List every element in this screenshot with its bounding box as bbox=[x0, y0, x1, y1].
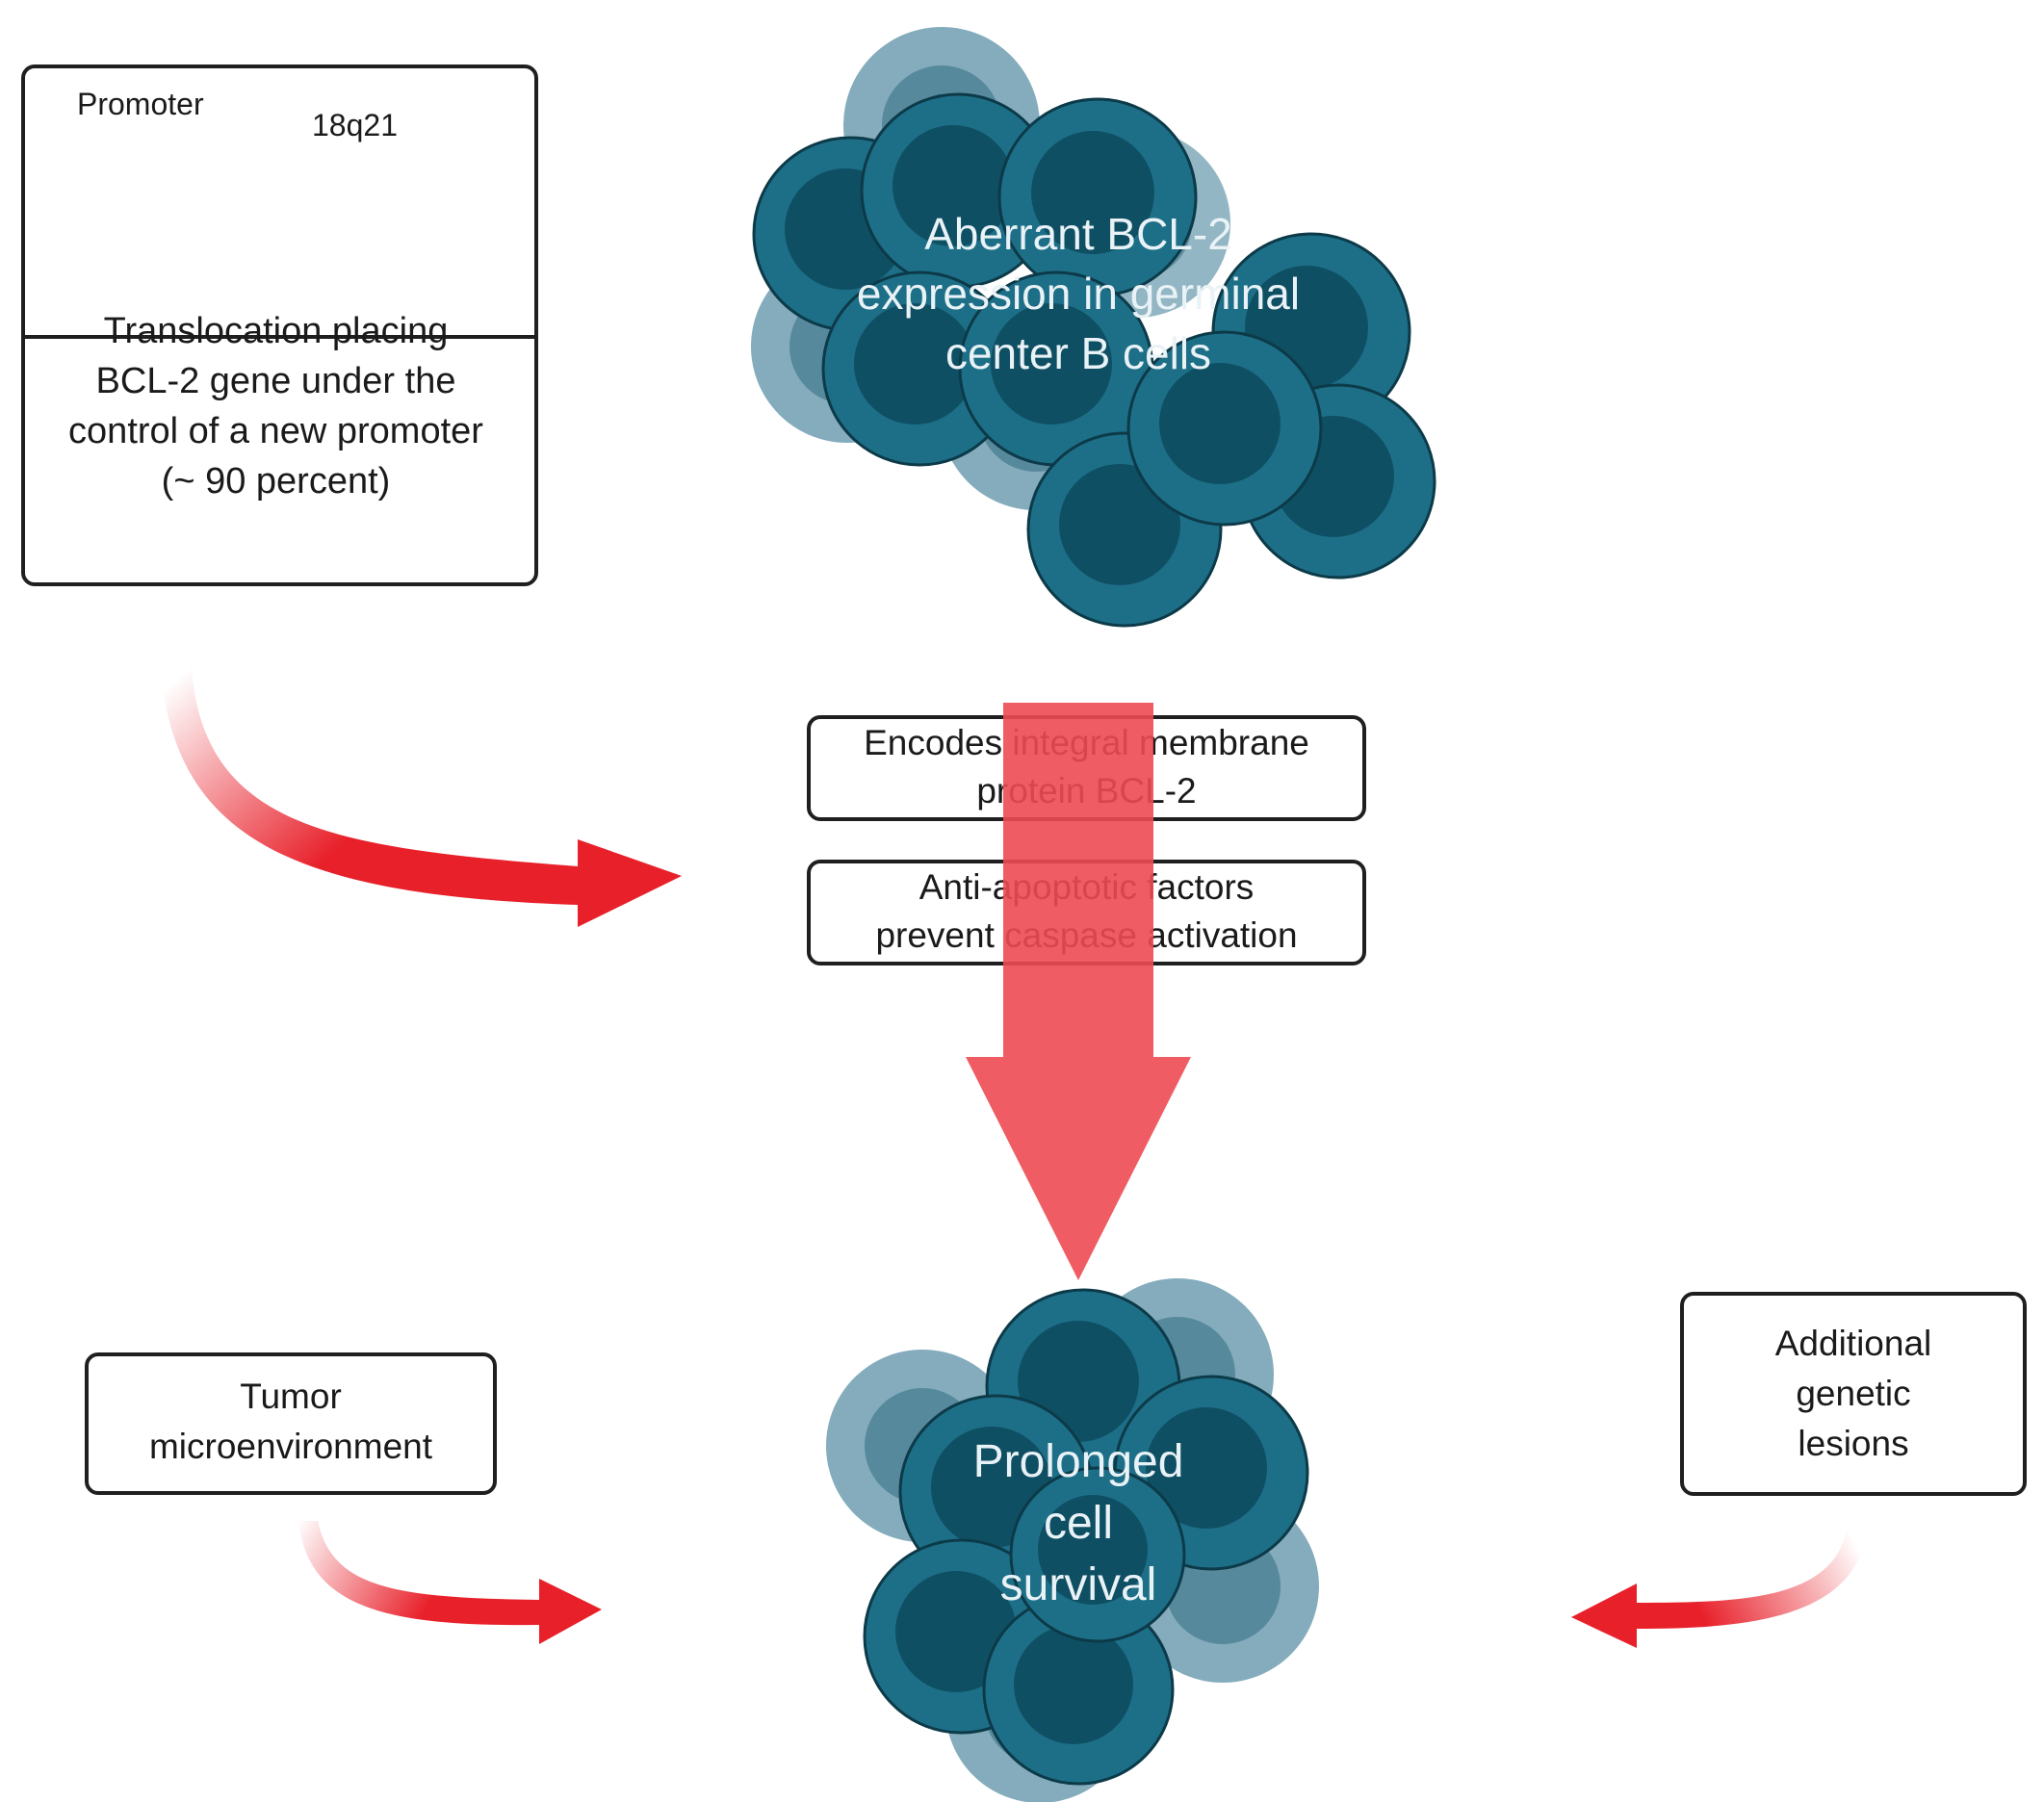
germinal-center-cell-cluster bbox=[751, 27, 1436, 628]
cell bbox=[1126, 330, 1323, 527]
box-line: genetic bbox=[1796, 1374, 1911, 1413]
label-line: Prolonged bbox=[972, 1436, 1184, 1487]
genetic-lesions-box bbox=[1680, 1292, 2027, 1496]
label-line: center B cells bbox=[944, 328, 1212, 378]
label-line: survival bbox=[999, 1559, 1157, 1610]
curved-arrow-lesions-to-survival bbox=[1571, 1521, 1868, 1648]
cell bbox=[821, 270, 1018, 467]
box-line: Tumor bbox=[240, 1377, 342, 1416]
box-line: Anti-apoptotic factors bbox=[919, 867, 1255, 907]
tumor-microenvironment-text: Tumor microenvironment bbox=[85, 1372, 497, 1472]
encodes-protein-text: Encodes integral membrane protein BCL-2 bbox=[807, 715, 1366, 815]
locus-label: 18q21 bbox=[312, 108, 398, 142]
box-line: lesions bbox=[1798, 1424, 1909, 1463]
promoter-label: Promoter bbox=[77, 87, 204, 121]
cell bbox=[997, 97, 1198, 297]
box-line: prevent caspase activation bbox=[875, 915, 1298, 955]
box-line: Encodes integral membrane bbox=[864, 723, 1309, 762]
surviving-cell-cluster bbox=[826, 1278, 1319, 1802]
caption-line: control of a new promoter bbox=[68, 411, 483, 451]
caption-line: BCL-2 gene under the bbox=[95, 361, 456, 401]
box-line: Additional bbox=[1774, 1324, 1932, 1363]
caption-line: (~ 90 percent) bbox=[161, 461, 391, 502]
label-line: Aberrant BCL-2 bbox=[924, 209, 1232, 259]
cell bbox=[1009, 1466, 1186, 1643]
caption-line: Translocation placing bbox=[103, 311, 449, 351]
translocation-panel bbox=[21, 64, 538, 586]
label-line: cell bbox=[1043, 1498, 1114, 1549]
box-line: microenvironment bbox=[148, 1427, 433, 1466]
cell bbox=[958, 270, 1154, 467]
curved-arrow-gene-to-mechanism bbox=[160, 655, 682, 927]
label-line: expression in germinal bbox=[856, 269, 1301, 319]
aberrant-expression-label: Aberrant BCL-2 expression in germinal ce… bbox=[751, 204, 1406, 383]
box-line: protein BCL-2 bbox=[976, 771, 1197, 811]
curved-arrow-tumor-to-survival bbox=[298, 1521, 602, 1644]
anti-apoptotic-text: Anti-apoptotic factors prevent caspase a… bbox=[807, 860, 1366, 960]
genetic-lesions-text: Additional genetic lesions bbox=[1680, 1319, 2027, 1469]
tumor-microenvironment-box bbox=[85, 1352, 497, 1495]
prolonged-survival-label: Prolonged cell survival bbox=[905, 1431, 1252, 1616]
cell bbox=[982, 1593, 1175, 1786]
panel-divider bbox=[25, 335, 534, 339]
translocation-caption: Translocation placing BCL-2 gene under t… bbox=[21, 306, 530, 506]
